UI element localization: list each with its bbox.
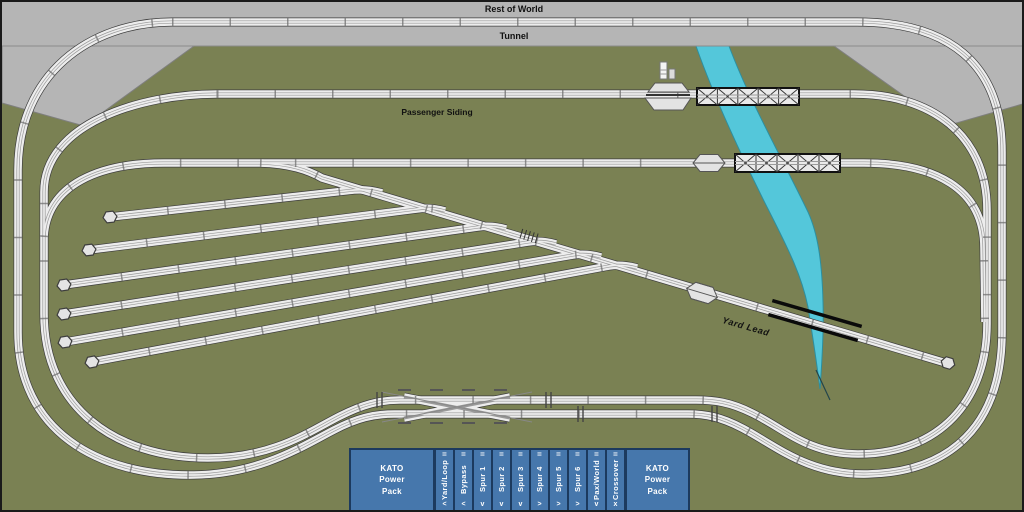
girder-bridge-yard-lead [767,298,863,343]
switch-label: Bypass [459,464,468,495]
switch-spur-6[interactable]: = Spur 6 > [568,448,587,510]
switch-label: Yard/Loop [440,459,449,500]
truss-bridge-bypass [734,153,841,173]
switch-spur-1[interactable]: = Spur 1 v [473,448,492,510]
power-pack-right-line3: Pack [647,486,668,496]
switch-on-symbol: = [537,450,542,459]
rerailer-ticks [519,228,539,244]
switch-direction-symbol: v [594,501,599,508]
switch-on-symbol: = [442,450,447,459]
switch-label: Spur 2 [497,466,506,493]
switch-on-symbol: = [461,450,466,459]
switch-yard-loop[interactable]: = Yard/Loop < [435,448,454,510]
tunnel-label: Tunnel [499,31,529,41]
truss-bridge-passenger [696,87,800,106]
switch-label: Spur 4 [535,466,544,493]
switch-spur-4[interactable]: = Spur 4 > [530,448,549,510]
turnout-pod-yard-lead [683,279,721,307]
river-outflow-line [815,369,831,401]
insulator-ticks [376,392,718,422]
switch-direction-symbol: v [518,501,523,508]
switch-direction-symbol: > [556,501,561,508]
switch-label: Spur 5 [554,466,563,493]
crossover-detail-marks [398,389,507,424]
switch-on-symbol: = [613,450,618,459]
switch-label: Spur 3 [516,466,525,493]
power-pack-left-line1: KATO [380,463,404,473]
control-panel: KATO Power Pack = Yard/Loop < = Bypass <… [349,448,690,510]
switch-spur-3[interactable]: = Spur 3 v [511,448,530,510]
switch-spur-5[interactable]: = Spur 5 > [549,448,568,510]
switch-on-symbol: = [556,450,561,459]
power-pack-left-line2: Power [379,475,405,485]
switch-spur-2[interactable]: = Spur 2 v [492,448,511,510]
switch-label: Spur 6 [573,466,582,493]
switch-on-symbol: = [499,450,504,459]
switch-direction-symbol: x [613,501,618,508]
switch-direction-symbol: > [575,501,580,508]
power-pack-left-line3: Pack [382,486,402,496]
power-pack-right-line1: KATO [645,463,670,473]
switch-bypass[interactable]: = Bypass < [454,448,473,510]
power-pack-right-line2: Power [644,475,671,485]
switch-on-symbol: = [480,450,485,459]
power-pack-left: KATO Power Pack [349,448,435,510]
switch-direction-symbol: < [442,501,447,508]
switch-on-symbol: = [575,450,580,459]
switch-on-symbol: = [594,450,599,459]
river [695,45,831,401]
switch-label: Crossover [611,459,620,500]
switch-direction-symbol: v [480,501,485,508]
passenger-siding-label: Passenger Siding [401,107,473,117]
power-pack-right: KATO Power Pack [625,448,690,510]
crossover-guide-line [381,391,533,423]
switch-pax-world[interactable]: = Pax/World v [587,448,606,510]
switch-label: Spur 1 [478,466,487,493]
turnout-pod-bypass [692,154,726,172]
switch-on-symbol: = [518,450,523,459]
passenger-station [644,61,692,111]
switch-direction-symbol: < [461,501,466,508]
rest-of-world-label: Rest of World [484,4,544,14]
switch-crossover[interactable]: = Crossover x [606,448,625,510]
switch-direction-symbol: > [537,501,542,508]
tracks [18,22,1002,475]
switch-direction-symbol: v [499,501,504,508]
station-building-small [668,68,676,80]
switch-label: Pax/World [592,459,601,500]
